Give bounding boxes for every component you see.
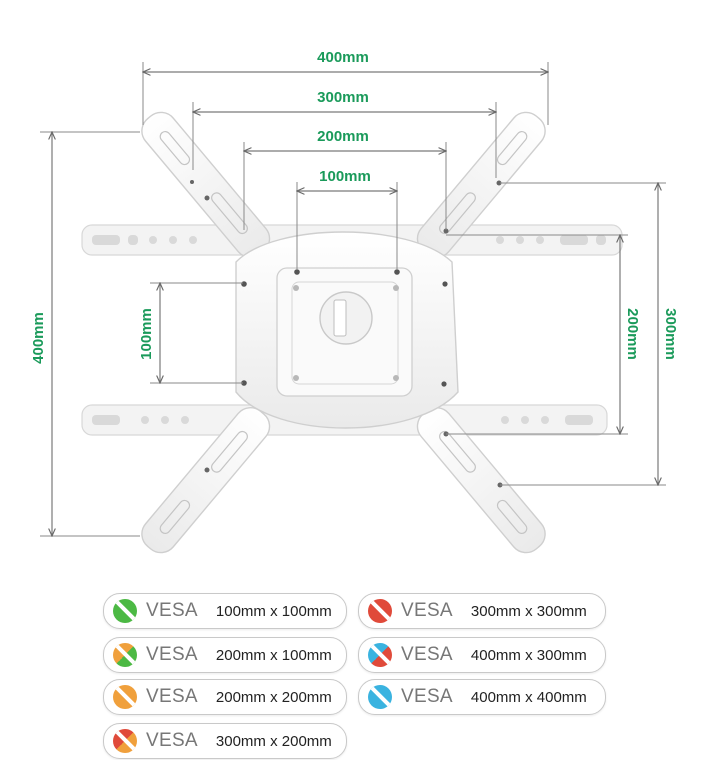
dim-label-100-vertical: 100mm [138,308,155,360]
red-dot-icon [368,599,392,623]
vesa-mount-diagram: 400mm 300mm 200mm 100mm 400mm 100mm 200m… [30,49,679,554]
vesa-label: VESA [146,644,198,665]
arm-slots [159,130,528,535]
vesa-item: VESA 100mm x 100mm [103,593,347,629]
vesa-item: VESA 400mm x 300mm [358,637,606,673]
vesa-label: VESA [401,644,453,665]
vesa-size: 100mm x 100mm [215,602,332,620]
orange-dot-icon [113,685,137,709]
dim-label-300-horizontal: 300mm [317,89,369,106]
vesa-size: 300mm x 200mm [215,732,332,750]
vesa-size: 200mm x 200mm [215,688,332,706]
green-dot-icon [113,599,137,623]
vesa-item: VESA 200mm x 100mm [103,637,347,673]
red-orange-dot-icon [113,729,137,753]
vesa-size: 400mm x 400mm [470,688,587,706]
vesa-item: VESA 200mm x 200mm [103,679,347,715]
vesa-item: VESA 300mm x 300mm [358,593,606,629]
vesa-item: VESA 300mm x 200mm [103,723,347,759]
dim-label-400-vertical: 400mm [30,312,47,364]
vesa-label: VESA [401,600,453,621]
blue-red-dot-icon [368,643,392,667]
extension-lines [40,62,666,537]
vesa-size: 400mm x 300mm [470,646,587,664]
dimension-lines [52,72,658,536]
vesa-item: VESA 400mm x 400mm [358,679,606,715]
vesa-label: VESA [401,686,453,707]
center-plate [235,231,459,429]
dim-label-300-vertical: 300mm [662,308,679,360]
vesa-size: 200mm x 100mm [215,646,332,664]
vesa-label: VESA [146,600,198,621]
vesa-label: VESA [146,730,198,751]
vesa-size: 300mm x 300mm [470,602,587,620]
dim-label-400-horizontal: 400mm [317,49,369,66]
dim-label-100-horizontal: 100mm [319,168,371,185]
green-orange-dot-icon [113,643,137,667]
vesa-label: VESA [146,686,198,707]
dim-label-200-horizontal: 200mm [317,128,369,145]
dim-label-200-vertical: 200mm [624,308,641,360]
blue-dot-icon [368,685,392,709]
mount-arms [141,111,546,554]
